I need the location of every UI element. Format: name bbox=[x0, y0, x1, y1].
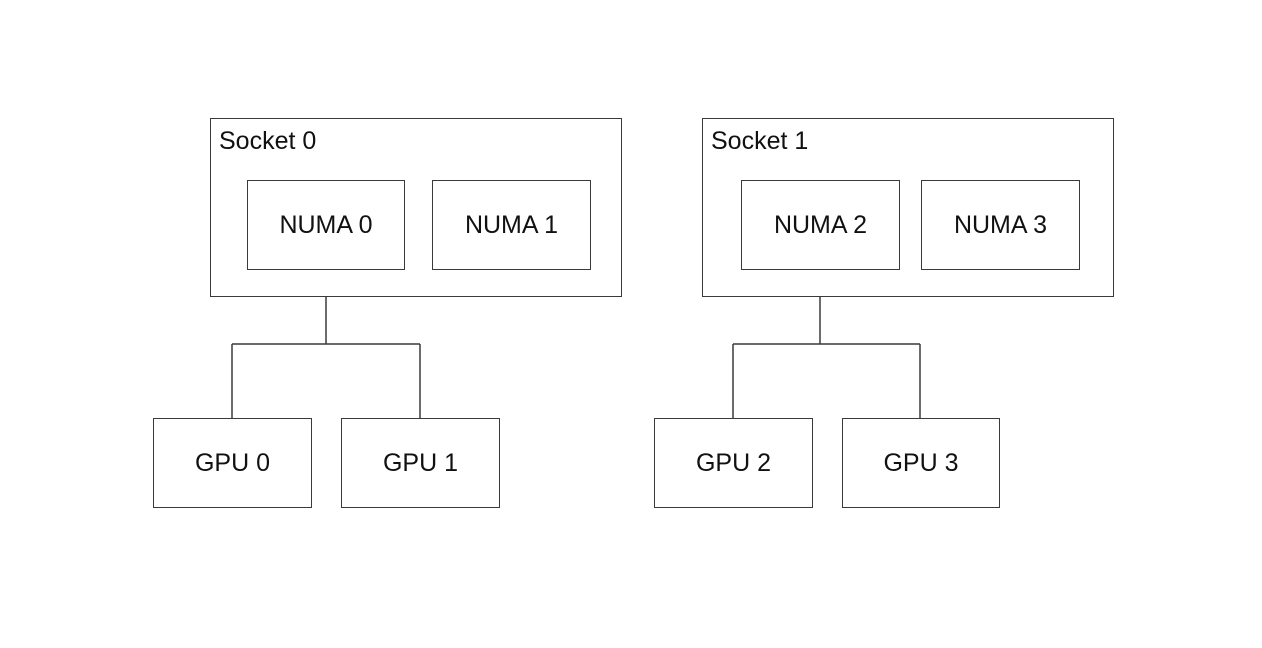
socket-0-label: Socket 0 bbox=[219, 127, 317, 155]
numa-1-node: NUMA 1 bbox=[432, 180, 591, 270]
numa-3-node: NUMA 3 bbox=[921, 180, 1080, 270]
gpu-1-node: GPU 1 bbox=[341, 418, 500, 508]
gpu-3-node: GPU 3 bbox=[842, 418, 1000, 508]
numa-2-node: NUMA 2 bbox=[741, 180, 900, 270]
gpu-0-node: GPU 0 bbox=[153, 418, 312, 508]
numa-0-node: NUMA 0 bbox=[247, 180, 405, 270]
socket-1-label: Socket 1 bbox=[711, 127, 809, 155]
gpu-2-node: GPU 2 bbox=[654, 418, 813, 508]
